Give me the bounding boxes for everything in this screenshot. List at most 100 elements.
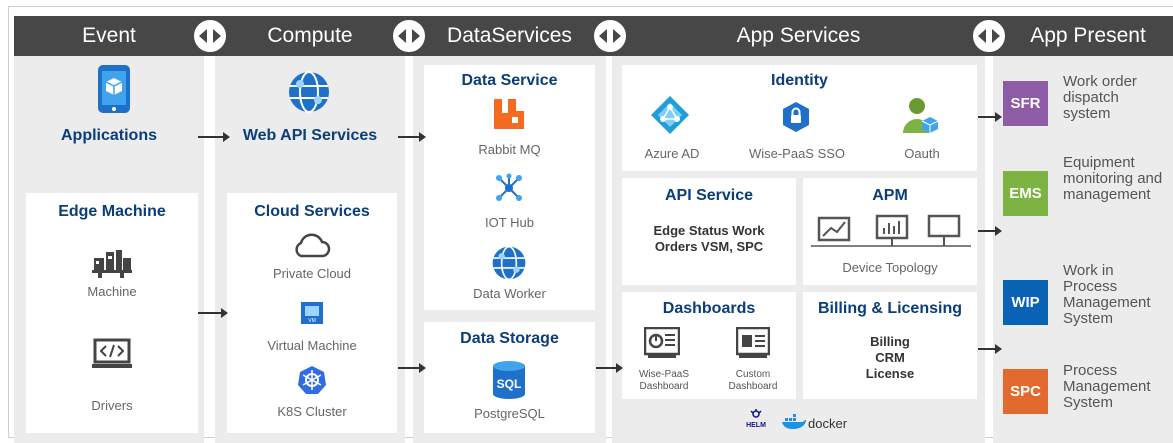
edge-machine-title: Edge Machine (58, 203, 166, 220)
docker-whale-icon (781, 414, 807, 435)
data-storage-title: Data Storage (460, 330, 559, 347)
spc-desc-line: Management (1063, 378, 1151, 395)
private-cloud-label: Private Cloud (272, 266, 352, 281)
cloud-icon (291, 231, 331, 264)
header-compute: Compute (267, 24, 353, 47)
postgresql-label: PostgreSQL (474, 406, 545, 421)
wip-description: Work in Process Management System (1063, 263, 1151, 327)
sfr-desc-line: Work order (1063, 73, 1137, 90)
arrow-storage-to-dashboards (596, 363, 623, 373)
arrow-apm-to-ems (978, 226, 1002, 236)
header-app-services: App Services (736, 24, 861, 47)
custom-dashboard-icon (735, 326, 771, 364)
cloud-services-card: Cloud Services Private Cloud VM Virtual … (227, 193, 397, 433)
arrow-applications-to-webapi (198, 132, 230, 142)
device-topology-icon (811, 212, 971, 257)
header-data-services: DataServices (447, 24, 572, 47)
edge-machine-card: Edge Machine Machine Drivers (26, 193, 198, 433)
virtual-machine-label: Virtual Machine (267, 338, 357, 353)
crm-label: CRM (875, 350, 905, 365)
wise-dashboard-label-1: Wise-PaaS (638, 369, 689, 380)
iot-hub-label: IOT Hub (485, 215, 534, 230)
spc-desc-line: System (1063, 394, 1114, 411)
k8s-label: K8S Cluster (277, 404, 347, 419)
sfr-desc-line: dispatch (1063, 89, 1119, 106)
rabbitmq-icon (492, 97, 526, 136)
azure-ad-icon (650, 95, 690, 140)
sfr-badge: SFR (1003, 81, 1048, 126)
custom-dashboard-label-2: Dashboard (728, 381, 778, 392)
api-service-line1: Edge Status Work (653, 223, 765, 238)
rabbitmq-label: Rabbit MQ (478, 142, 541, 157)
connector-icon (970, 17, 1008, 55)
oauth-user-icon (902, 95, 940, 140)
wip-badge: WIP (1003, 280, 1048, 325)
web-api-label: Web API Services (242, 127, 378, 144)
billing-label: Billing (870, 334, 910, 349)
wip-desc-line: Work in (1063, 262, 1114, 279)
data-worker-globe-icon (491, 245, 527, 286)
billing-licensing-title: Billing & Licensing (817, 300, 962, 317)
docker-label: docker (808, 416, 848, 431)
arrow-identity-to-sfr (978, 112, 1002, 122)
drivers-label: Drivers (91, 398, 133, 413)
api-service-line2: Orders VSM, SPC (654, 239, 764, 254)
spc-desc-line: Process (1063, 362, 1118, 379)
apm-title: APM (872, 187, 908, 204)
data-worker-label: Data Worker (473, 286, 546, 301)
wise-dashboard-icon (643, 326, 681, 364)
wise-sso-label: Wise-PaaS SSO (748, 146, 846, 161)
device-topology-label: Device Topology (842, 260, 938, 275)
api-service-card: API Service Edge Status Work Orders VSM,… (622, 178, 796, 285)
iot-hub-icon (494, 173, 524, 208)
identity-card: Identity Azure AD Wise-PaaS SSO Oauth (622, 65, 977, 171)
helm-logo: HELM (745, 408, 767, 437)
header-app-present: App Present (1030, 24, 1146, 47)
license-label: License (865, 366, 915, 381)
wip-desc-line: Process (1063, 278, 1118, 295)
cloud-services-title: Cloud Services (254, 203, 370, 220)
arrow-cloud-to-storage (398, 363, 426, 373)
custom-dashboard-label-1: Custom (735, 369, 771, 380)
dashboards-title: Dashboards (662, 300, 756, 317)
billing-licensing-card: Billing & Licensing Billing CRM License (803, 292, 977, 399)
ems-desc-line: Equipment (1063, 154, 1135, 171)
code-driver-icon (92, 338, 132, 375)
spc-description: Process Management System (1063, 363, 1151, 411)
dashboards-card: Dashboards Wise-PaaS Dashboard Custom Da… (622, 292, 796, 399)
connector-icon (591, 17, 629, 55)
wise-dashboard-label-2: Dashboard (639, 381, 689, 392)
sfr-description: Work order dispatch system (1063, 74, 1137, 122)
azure-ad-label: Azure AD (644, 146, 700, 161)
data-storage-card: Data Storage SQL PostgreSQL (424, 322, 595, 433)
header-event: Event (82, 24, 136, 47)
factory-machine-icon (92, 248, 132, 283)
ems-desc-line: monitoring and (1063, 170, 1163, 187)
sql-database-icon: SQL (492, 360, 526, 405)
identity-title: Identity (771, 72, 828, 89)
applications-label: Applications (60, 127, 157, 144)
oauth-label: Oauth (904, 146, 940, 161)
arrow-edge-to-cloud (198, 308, 228, 318)
wip-desc-line: Management (1063, 294, 1151, 311)
data-service-card: Data Service Rabbit MQ IOT Hub Data Work… (424, 65, 595, 310)
ems-badge: EMS (1003, 171, 1048, 216)
sql-tag: SQL (497, 377, 522, 391)
wise-sso-icon (781, 101, 811, 138)
arrow-webapi-to-dataservice (398, 132, 426, 142)
connector-icon (191, 17, 229, 55)
machine-label: Machine (87, 284, 137, 299)
web-api-globe-icon (287, 70, 331, 119)
apm-card: APM Device Topology (803, 178, 977, 285)
ems-description: Equipment monitoring and management (1063, 155, 1162, 203)
ems-desc-line: management (1063, 186, 1151, 203)
connector-icon (390, 17, 428, 55)
api-service-title: API Service (664, 187, 754, 204)
vm-tag: VM (308, 318, 316, 324)
tablet-app-icon (97, 64, 131, 119)
sfr-desc-line: system (1063, 105, 1111, 122)
spc-badge: SPC (1003, 369, 1048, 414)
virtual-machine-icon: VM (301, 302, 323, 329)
kubernetes-icon (297, 365, 327, 400)
helm-text: HELM (746, 422, 766, 429)
